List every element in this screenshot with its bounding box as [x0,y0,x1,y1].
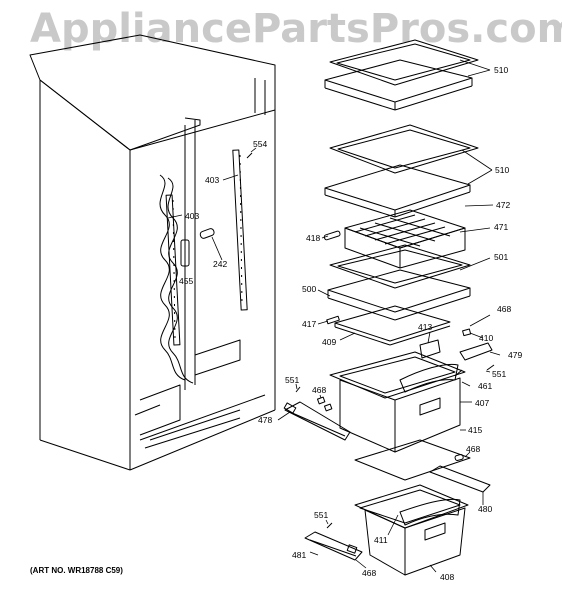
label-481: 481 [292,550,306,560]
label-551-left: 551 [285,375,299,385]
drawer-407 [329,328,495,453]
cabinet-illustration [29,34,276,471]
label-455: 455 [179,276,193,286]
rail-478 [283,386,351,441]
label-468-lower: 468 [466,444,480,454]
label-403-long: 403 [205,175,219,185]
label-468-mid: 468 [312,385,326,395]
label-413: 413 [418,322,432,332]
glass-415 [354,439,491,493]
label-510-lower: 510 [495,165,509,175]
shelf-501 [327,244,471,321]
shelf-510-upper [324,39,479,111]
label-554: 554 [253,139,267,149]
label-501: 501 [494,252,508,262]
drawer-471 [323,209,466,269]
label-242: 242 [213,259,227,269]
label-468-top: 468 [497,304,511,314]
label-551-right: 551 [492,369,506,379]
label-403-short: 403 [185,211,199,221]
label-471: 471 [494,222,508,232]
label-478: 478 [258,415,272,425]
label-510-upper: 510 [494,65,508,75]
label-410: 410 [479,333,493,343]
label-407: 407 [475,398,489,408]
label-418: 418 [306,233,320,243]
leader-lines [167,59,501,573]
shelf-510-lower [324,124,479,218]
label-417: 417 [302,319,316,329]
label-461: 461 [478,381,492,391]
label-472: 472 [496,200,510,210]
drawer-408 [304,484,469,576]
label-411: 411 [374,535,388,545]
watermark-logo: AppliancePartsPros.com [30,6,562,52]
label-551-bottom: 551 [314,510,328,520]
label-415: 415 [468,425,482,435]
art-number: (ART NO. WR18788 C59) [30,566,123,575]
glass-409 [326,305,451,346]
label-408: 408 [440,572,454,582]
label-479: 479 [508,350,522,360]
label-480: 480 [478,504,492,514]
label-468-bottom: 468 [362,568,376,578]
label-500: 500 [302,284,316,294]
label-409: 409 [322,337,336,347]
part-labels: 510 510 554 403 403 472 418 471 242 455 … [179,65,522,582]
